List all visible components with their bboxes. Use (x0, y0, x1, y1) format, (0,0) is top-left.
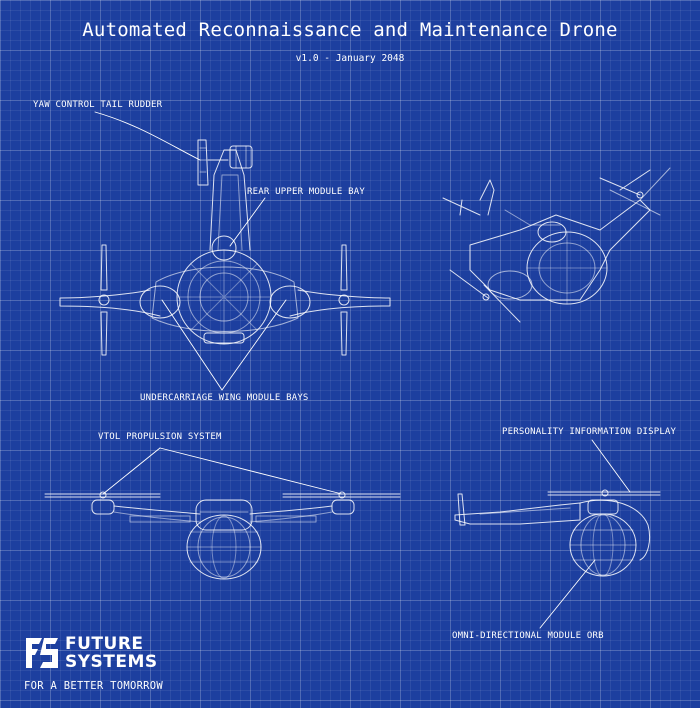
callout-leader-lines (94, 111, 631, 629)
callout-omni-directional-module-orb: OMNI-DIRECTIONAL MODULE ORB (452, 631, 604, 641)
brand-block: FUTURE SYSTEMS FOR A BETTER TOMORROW (24, 634, 214, 694)
callout-rear-upper-module-bay: REAR UPPER MODULE BAY (247, 187, 365, 197)
callout-personality-information-display: PERSONALITY INFORMATION DISPLAY (502, 427, 677, 437)
leader-vtol-left (102, 447, 161, 495)
callout-yaw-control-tail-rudder: YAW CONTROL TAIL RUDDER (33, 100, 163, 110)
leader-undercarriage-right (221, 299, 287, 391)
leader-orb (539, 559, 596, 629)
callout-undercarriage-wing-module-bays: UNDERCARRIAGE WING MODULE BAYS (140, 393, 309, 403)
leader-personality (591, 439, 631, 493)
brand-name-line1: FUTURE (65, 634, 144, 654)
top-view-drawing (59, 139, 391, 356)
page-title: Automated Reconnaissance and Maintenance… (82, 19, 618, 41)
front-view-drawing (44, 491, 401, 580)
side-view-drawing (454, 489, 661, 577)
leader-vtol-right (159, 447, 343, 495)
fs-monogram-icon (26, 638, 58, 668)
callout-vtol-propulsion-system: VTOL PROPULSION SYSTEM (98, 432, 222, 442)
leader-undercarriage-left (161, 299, 223, 391)
leader-rear-bay (229, 197, 266, 247)
isometric-view-drawing (442, 167, 671, 323)
brand-name-line2: SYSTEMS (65, 652, 158, 672)
leader-yaw (94, 111, 201, 161)
brand-tagline: FOR A BETTER TOMORROW (24, 680, 164, 692)
page-subtitle: v1.0 - January 2048 (295, 53, 405, 64)
